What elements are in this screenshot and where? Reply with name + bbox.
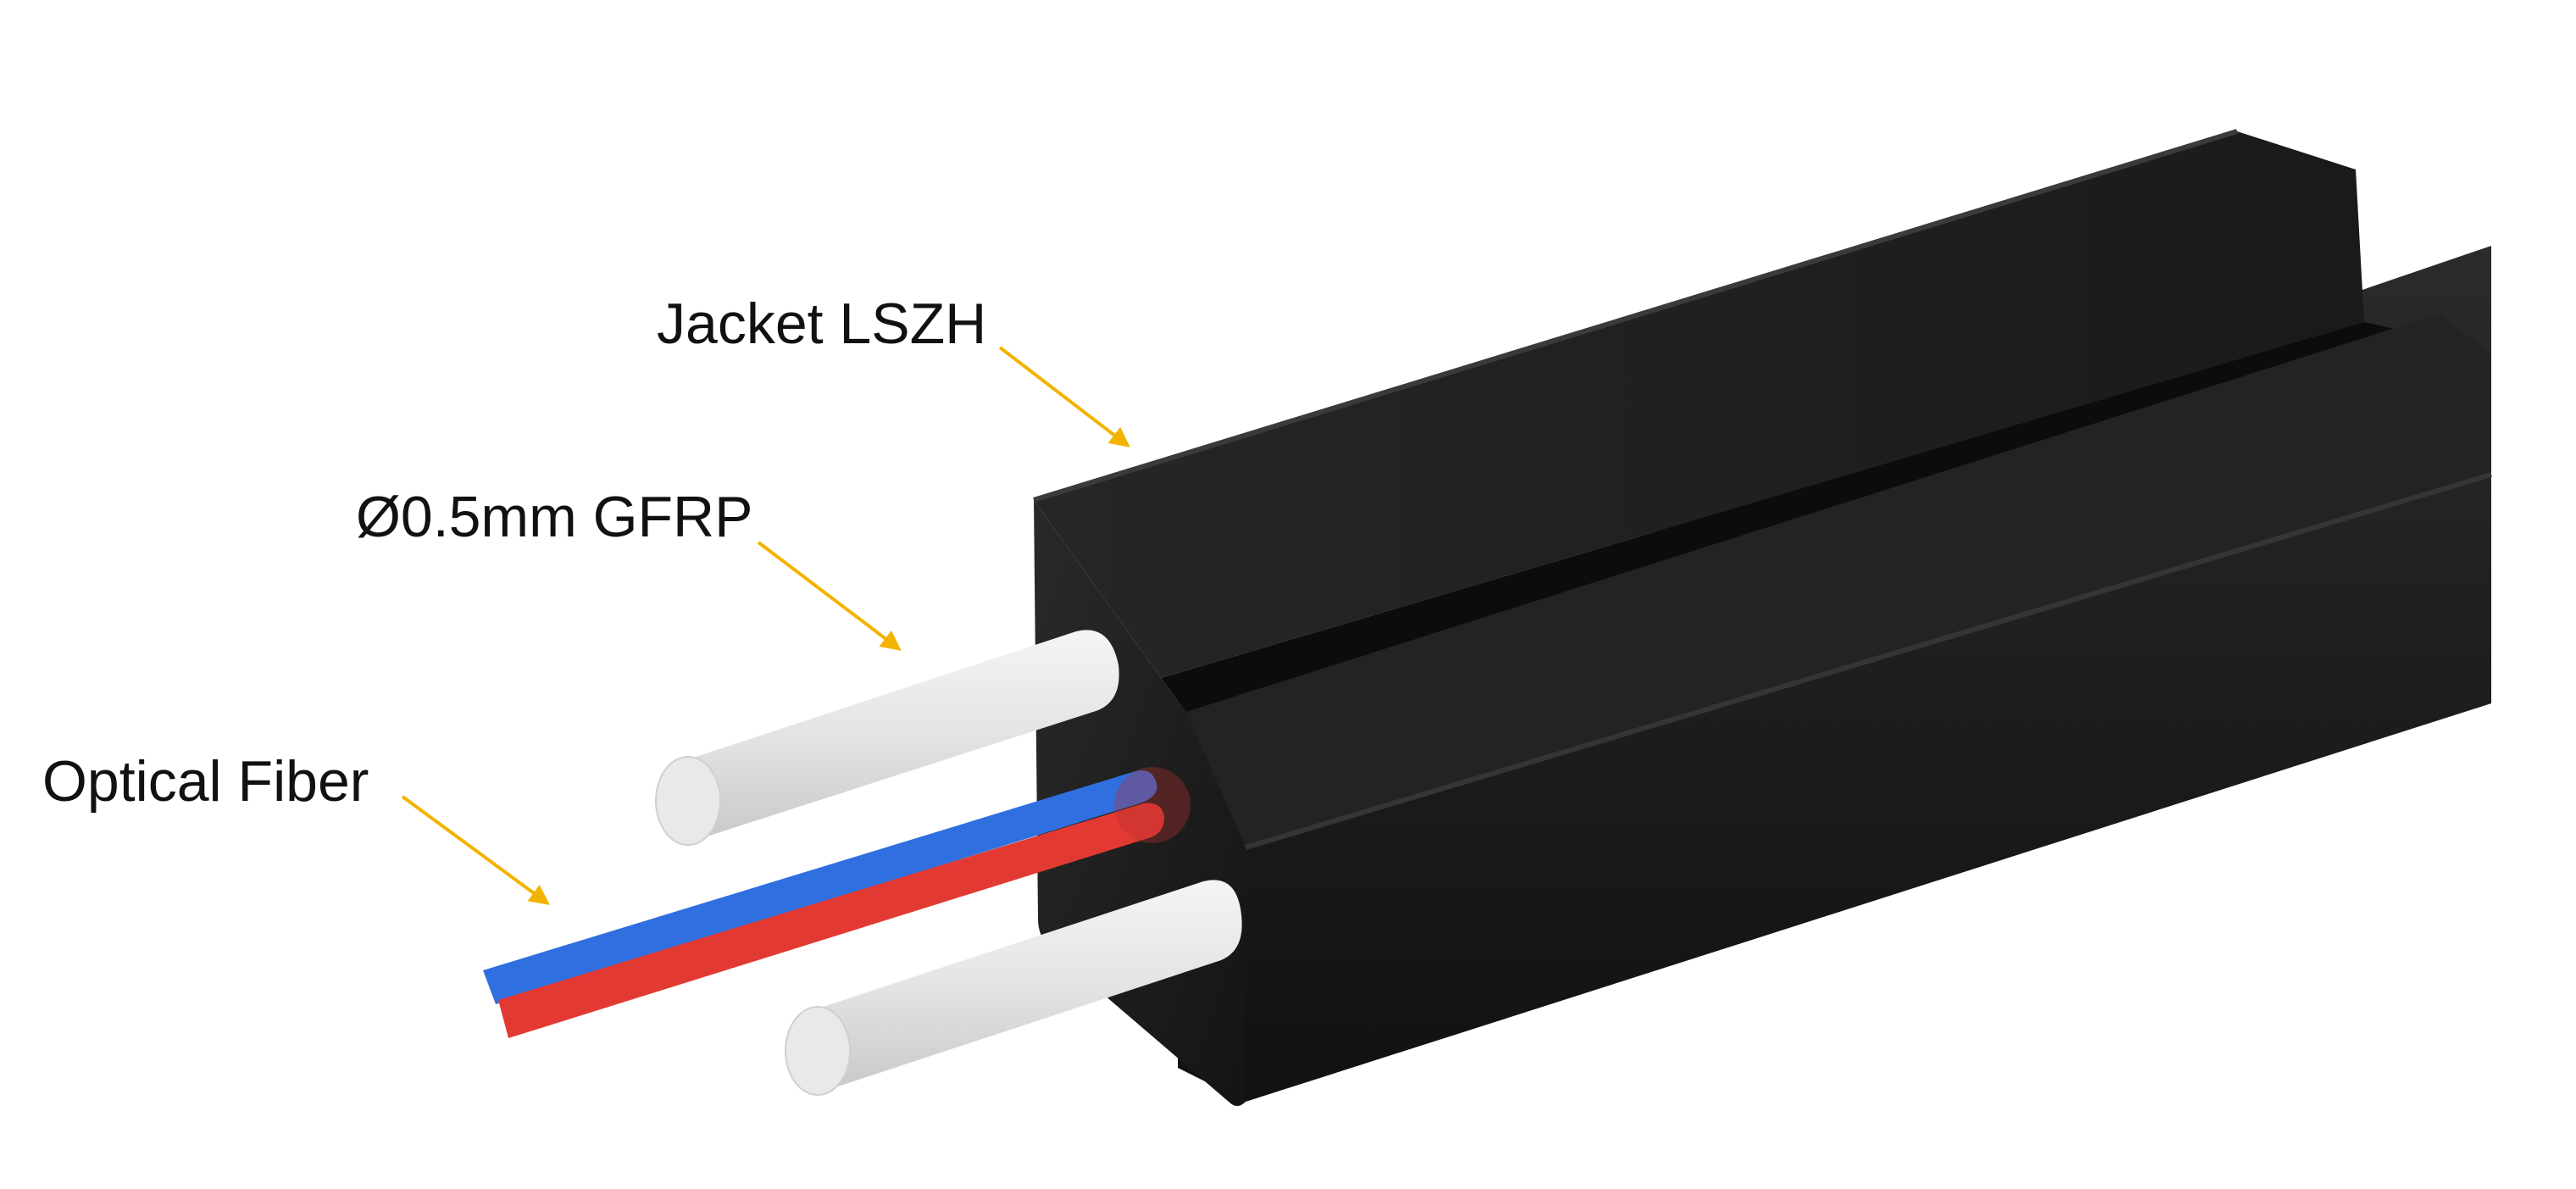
optical-fiber-blue — [483, 770, 1158, 1004]
optical-fiber-red — [498, 803, 1164, 1038]
gfrp-rod-body-lower — [805, 880, 1242, 1089]
gfrp-rod-end-lower — [785, 1006, 851, 1096]
jacket-top-face-upper — [1034, 131, 2364, 678]
callout-lines — [401, 346, 1130, 905]
jacket-edge-highlight-lower — [1245, 472, 2492, 850]
label-optical-fiber: Optical Fiber — [42, 749, 369, 814]
fiber-glow — [1114, 767, 1191, 843]
callout-line-gfrp — [757, 541, 902, 651]
gfrp-strength-member-lower — [785, 880, 1242, 1096]
label-jacket: Jacket LSZH — [657, 292, 986, 356]
cable-jacket — [1033, 129, 2492, 1106]
gfrp-strength-member-upper — [655, 630, 1119, 846]
optical-fiber-pair — [483, 767, 1191, 1038]
callout-line-jacket — [998, 346, 1130, 447]
callout-line-fiber — [401, 795, 550, 905]
jacket-top-face-lower — [1186, 314, 2491, 847]
jacket-edge-highlight — [1033, 129, 2238, 503]
label-gfrp: Ø0.5mm GFRP — [356, 485, 753, 549]
gfrp-rod-end-upper — [655, 756, 721, 846]
gfrp-rod-body-upper — [678, 630, 1119, 839]
